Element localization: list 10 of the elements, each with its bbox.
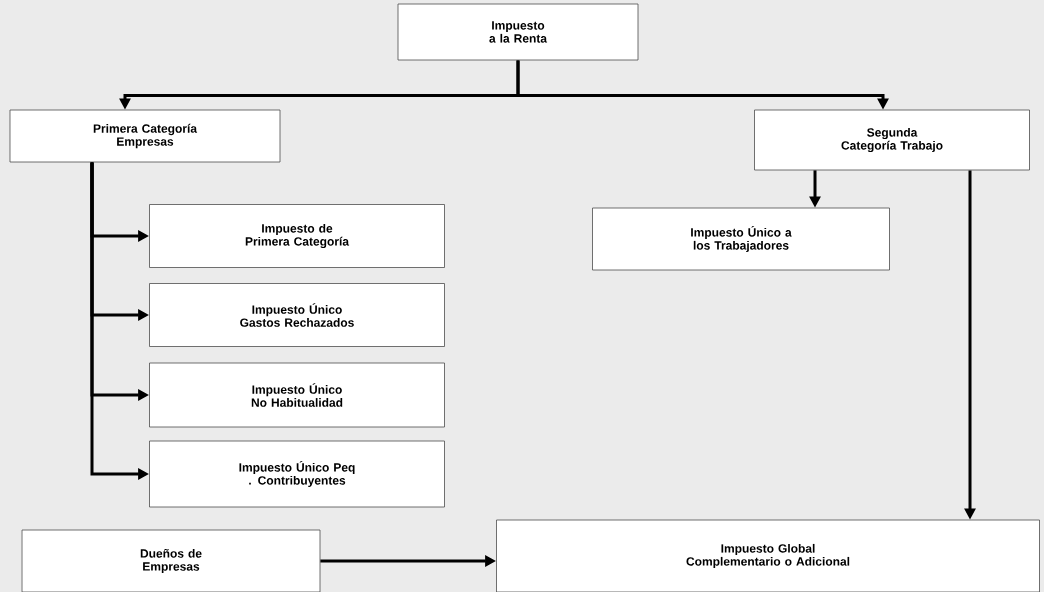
category-box: Impuesto Único a los Trabajadores (592, 207, 890, 271)
category-box: Impuesto de Primera Categoría (149, 204, 445, 268)
category-box: Dueños de Empresas (21, 529, 321, 592)
category-box: Impuesto Único No Habitualidad (149, 362, 445, 428)
category-box: Impuesto Único Gastos Rechazados (149, 283, 445, 347)
category-box: Impuesto Único Peq . Contribuyentes (149, 440, 445, 508)
category-box: Impuesto a la Renta (397, 3, 639, 61)
category-box: Segunda Categoría Trabajo (754, 109, 1030, 171)
category-box: Impuesto Global Complementario o Adicional (496, 519, 1040, 592)
category-box: Primera Categoría Empresas (9, 109, 281, 163)
